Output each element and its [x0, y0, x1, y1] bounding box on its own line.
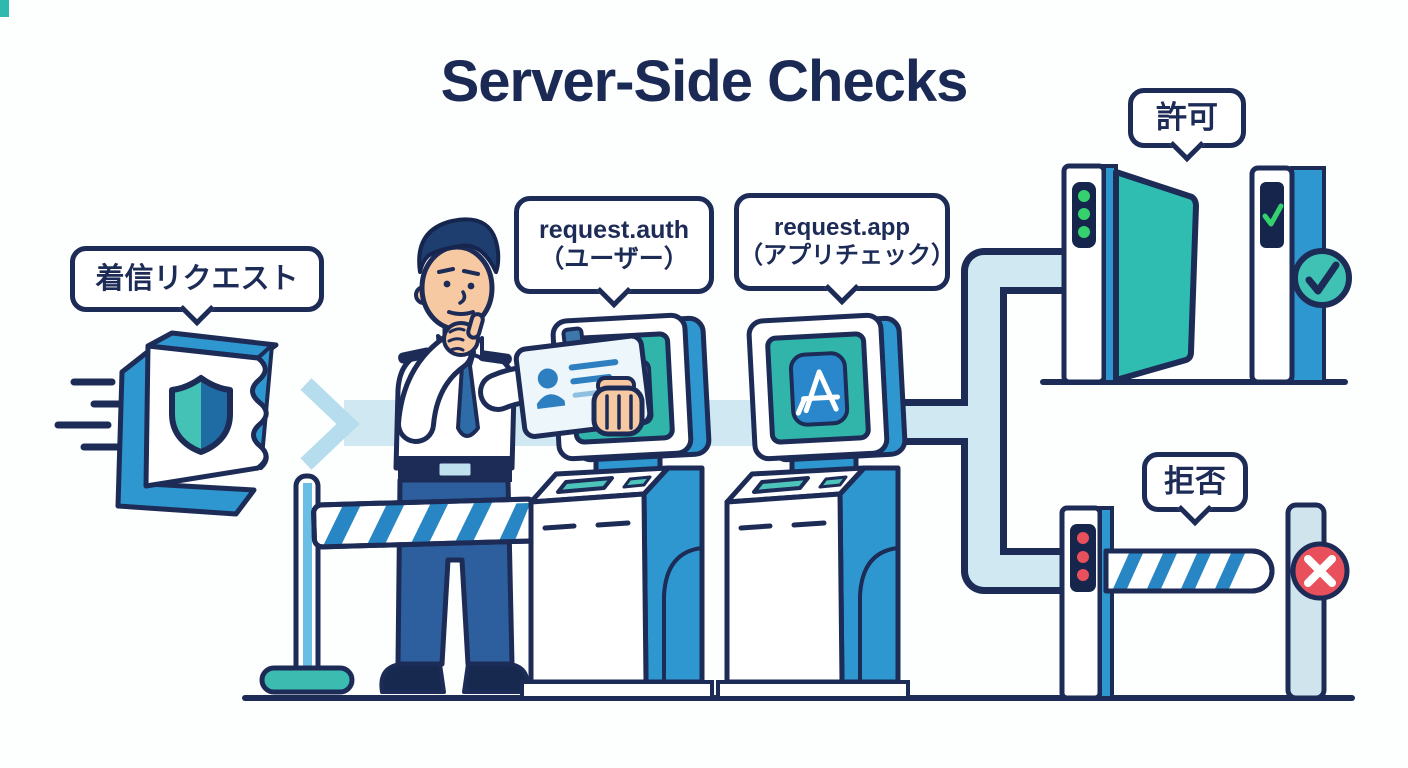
allow-gate: [1061, 163, 1352, 385]
app-kiosk-monitor: [746, 312, 908, 463]
bubble-allow-label: 許可: [1156, 99, 1218, 135]
bubble-deny: 拒否: [1142, 452, 1248, 512]
bubble-allow: 許可: [1128, 88, 1246, 148]
card-slot: [752, 476, 810, 494]
guard-arm-with-badge: [478, 326, 653, 439]
open-door: [1113, 169, 1199, 383]
shield-icon: [169, 375, 233, 455]
security-guard: [379, 217, 530, 694]
guard-shoe: [379, 662, 446, 694]
page-title: Server-Side Checks: [440, 49, 969, 114]
barrier-arm: [1103, 548, 1275, 594]
app-store-icon: [788, 351, 850, 427]
arrow-right-icon: [300, 378, 360, 470]
bubble-request-auth-line2: （ユーザー）: [539, 245, 689, 273]
small-check-icon: [1262, 203, 1284, 227]
bubble-incoming-request-label: 着信リクエスト: [95, 262, 299, 295]
card-slot: [556, 476, 614, 494]
thinking-hand: [442, 312, 485, 357]
corner-accent: [0, 0, 9, 17]
bubble-request-auth-line1: request.auth: [538, 215, 690, 244]
guard-head: [414, 217, 501, 332]
check-circle-icon: [1292, 248, 1352, 308]
guard-tie: [454, 350, 480, 438]
bubble-request-app-line2: （アプリチェック）: [739, 242, 955, 269]
barrier-tape: [311, 496, 539, 550]
shield-ticket-icon: [115, 330, 279, 517]
app-kiosk: [716, 312, 910, 700]
bubble-request-app-line1: request.app: [773, 213, 911, 241]
x-circle-icon: [1290, 541, 1350, 601]
bubble-incoming-request: 着信リクエスト: [70, 246, 324, 312]
gripping-hand: [591, 376, 645, 437]
guard-hair: [417, 217, 501, 274]
speed-lines-icon: [54, 378, 126, 451]
guard-shoe: [462, 662, 530, 694]
bubble-deny-label: 拒否: [1164, 463, 1226, 499]
bubble-request-auth: request.auth （ユーザー）: [514, 196, 714, 294]
bubble-request-app: request.app （アプリチェック）: [734, 193, 955, 291]
deny-gate: [1059, 502, 1350, 701]
